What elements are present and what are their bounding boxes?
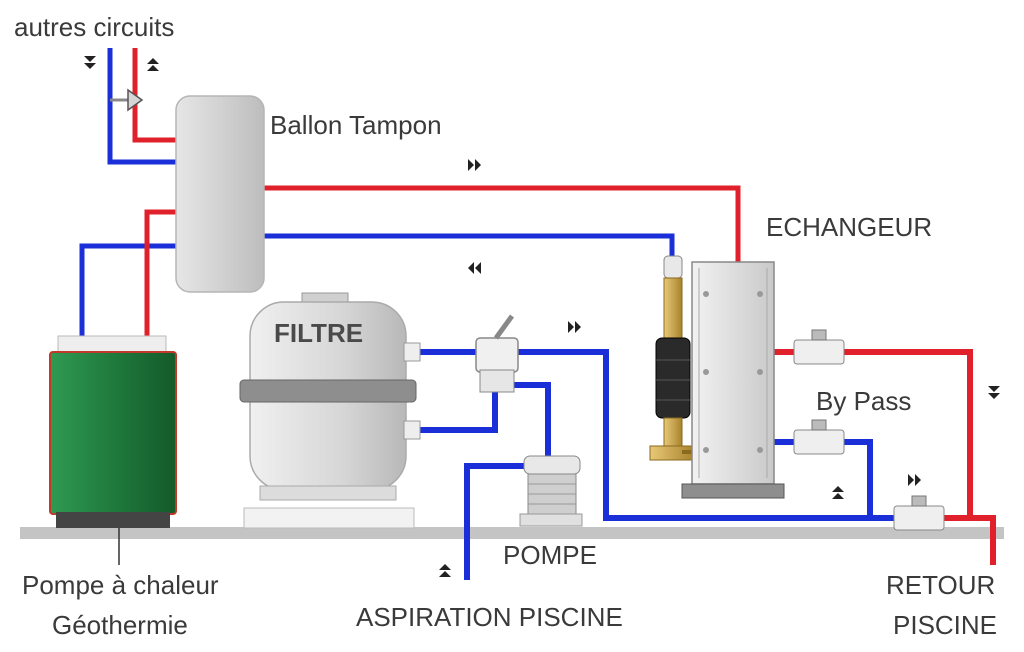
cold-pipe-filter-lower: [412, 390, 498, 433]
plate-heat-exchanger: [681, 261, 785, 499]
label-retour: RETOUR: [886, 570, 996, 600]
cold-pipe-tampon-echangeur: [262, 233, 675, 258]
flow-arrow-left-icon: [468, 262, 481, 274]
cold-pipe-heat-pump: [79, 243, 178, 340]
label-piscine: PISCINE: [893, 610, 998, 640]
valve-icon: [893, 495, 945, 531]
label-by-pass: By Pass: [816, 386, 912, 416]
valve-icon: [793, 329, 845, 365]
label-aspiration-piscine: ASPIRATION PISCINE: [356, 602, 623, 632]
cold-pipe-valve-to-bypass: [516, 349, 900, 521]
label-filtre: FILTRE: [274, 318, 364, 348]
hot-pipe-heat-pump: [144, 209, 178, 340]
flow-arrow-down-icon: [84, 56, 96, 69]
flow-arrow-right-icon: [568, 321, 581, 333]
flow-arrow-up-icon: [147, 58, 159, 71]
label-pompe: POMPE: [503, 540, 597, 570]
filter-tank: [239, 292, 421, 529]
label-autres-circuits: autres circuits: [14, 12, 175, 42]
three-way-valve-icon: [110, 88, 144, 112]
flow-arrow-right-icon: [908, 474, 921, 486]
pool-pump: [519, 455, 583, 527]
heat-pump-unit: [49, 335, 177, 565]
label-ballon-tampon: Ballon Tampon: [270, 110, 442, 140]
cold-pipe-pump-to-valve: [500, 382, 551, 458]
cold-pipe-autres-circuits: [107, 48, 178, 165]
floor: [20, 527, 1004, 539]
flow-arrow-up-icon: [832, 486, 844, 499]
flow-arrow-down-icon: [988, 386, 1000, 399]
flow-arrow-up-icon: [439, 564, 451, 577]
label-echangeur: ECHANGEUR: [766, 212, 933, 242]
circulator-pump: [649, 255, 696, 461]
cold-pipe-aspiration: [464, 463, 528, 580]
hot-pipe-autres-circuits: [132, 48, 178, 143]
ballon-tampon-tank: [175, 95, 265, 293]
label-pompe-a-chaleur: Pompe à chaleur: [22, 570, 219, 600]
multiway-valve-icon: [475, 314, 519, 393]
valve-icon: [793, 419, 845, 455]
hot-pipe-tampon-echangeur: [262, 185, 741, 268]
flow-arrow-right-icon: [468, 159, 481, 171]
label-geothermie: Géothermie: [52, 610, 188, 640]
